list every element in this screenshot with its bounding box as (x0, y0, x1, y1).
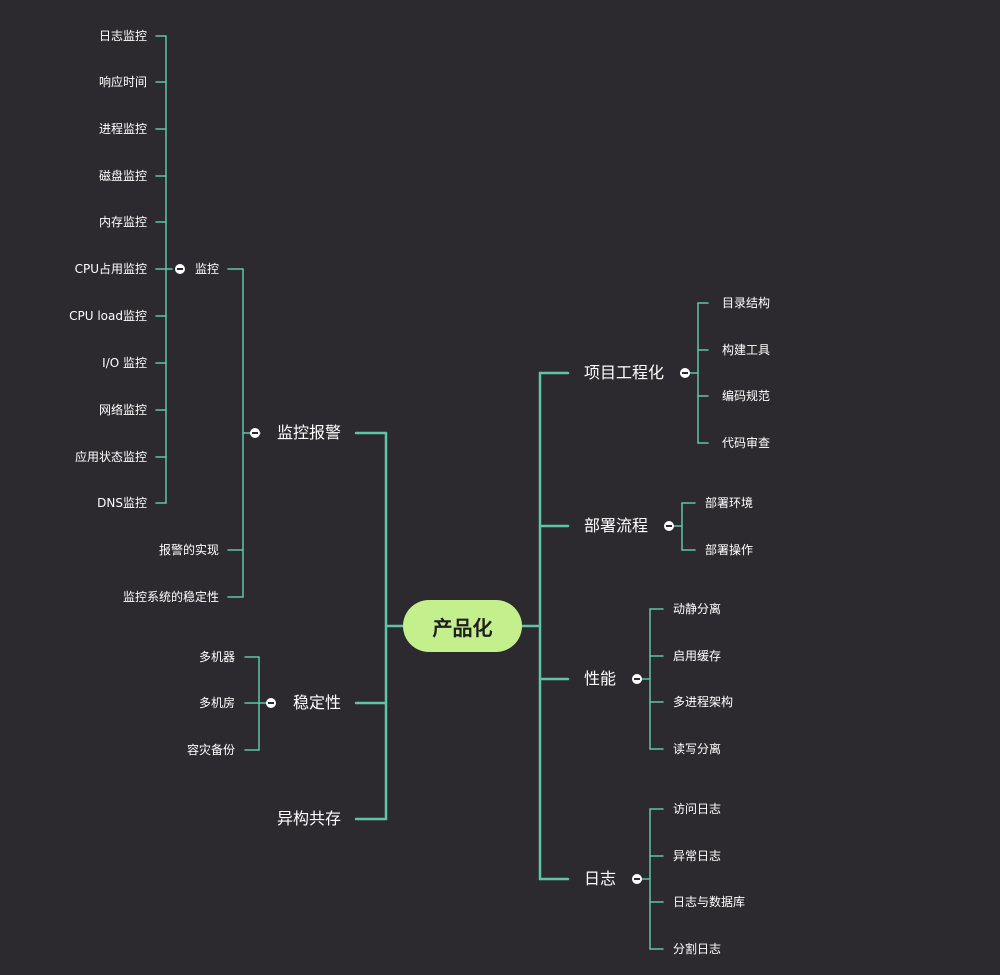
leaf-monitor-item[interactable]: CPU load监控 (69, 309, 147, 323)
node-heterogeneous-coexistence[interactable]: 异构共存 (276, 809, 341, 828)
node-project-engineering[interactable]: 项目工程化 (584, 363, 665, 382)
leaf-deploy-item[interactable]: 部署操作 (705, 543, 754, 557)
collapse-toggle-project-engineering[interactable] (680, 368, 690, 378)
leaf-monitor-item[interactable]: 网络监控 (98, 403, 147, 417)
leaf-monitor-item[interactable]: 应用状态监控 (74, 450, 147, 464)
leaf-monitor-item[interactable]: DNS监控 (97, 496, 147, 510)
leaf-monitor-item[interactable]: 日志监控 (98, 29, 147, 43)
leaf-logging-item[interactable]: 访问日志 (673, 802, 722, 816)
collapse-toggle-stability[interactable] (266, 698, 276, 708)
collapse-toggle-monitoring-alerting[interactable] (250, 428, 260, 438)
node-stability[interactable]: 稳定性 (292, 693, 341, 712)
node-alert-implementation[interactable]: 报警的实现 (158, 543, 219, 557)
leaf-engineering-item[interactable]: 代码审查 (722, 436, 771, 450)
leaf-logging-item[interactable]: 分割日志 (673, 942, 722, 956)
leaf-monitor-item[interactable]: 进程监控 (98, 122, 147, 136)
collapse-toggle-logging[interactable] (632, 874, 642, 884)
leaf-performance-item[interactable]: 启用缓存 (673, 649, 722, 663)
root-node[interactable]: 产品化 (403, 600, 522, 652)
leaf-deploy-item[interactable]: 部署环境 (705, 496, 754, 510)
leaf-logging-item[interactable]: 异常日志 (673, 849, 722, 863)
leaf-engineering-item[interactable]: 构建工具 (722, 343, 771, 357)
leaf-stability-item[interactable]: 容灾备份 (186, 743, 235, 757)
leaf-monitor-item[interactable]: I/O 监控 (102, 356, 147, 370)
leaf-performance-item[interactable]: 读写分离 (673, 742, 722, 756)
node-monitoring-stability[interactable]: 监控系统的稳定性 (122, 590, 219, 604)
leaf-monitor-item[interactable]: CPU占用监控 (74, 262, 147, 276)
node-performance[interactable]: 性能 (584, 669, 617, 688)
node-monitoring-alerting[interactable]: 监控报警 (276, 423, 341, 442)
collapse-toggle-performance[interactable] (632, 674, 642, 684)
leaf-monitor-item[interactable]: 内存监控 (98, 215, 147, 229)
node-monitor[interactable]: 监控 (194, 262, 219, 276)
leaf-stability-item[interactable]: 多机器 (198, 650, 235, 664)
leaf-monitor-item[interactable]: 磁盘监控 (98, 169, 147, 183)
node-logging[interactable]: 日志 (584, 869, 617, 888)
leaf-logging-item[interactable]: 日志与数据库 (673, 895, 746, 909)
leaf-engineering-item[interactable]: 编码规范 (722, 389, 771, 403)
leaf-performance-item[interactable]: 动静分离 (673, 602, 722, 616)
leaf-stability-item[interactable]: 多机房 (198, 696, 235, 710)
leaf-engineering-item[interactable]: 目录结构 (722, 296, 771, 310)
node-deploy-process[interactable]: 部署流程 (584, 516, 649, 535)
leaf-monitor-item[interactable]: 响应时间 (98, 75, 147, 89)
collapse-toggle-deploy-process[interactable] (664, 521, 674, 531)
collapse-toggle-monitor[interactable] (175, 264, 185, 274)
leaf-performance-item[interactable]: 多进程架构 (673, 695, 734, 709)
